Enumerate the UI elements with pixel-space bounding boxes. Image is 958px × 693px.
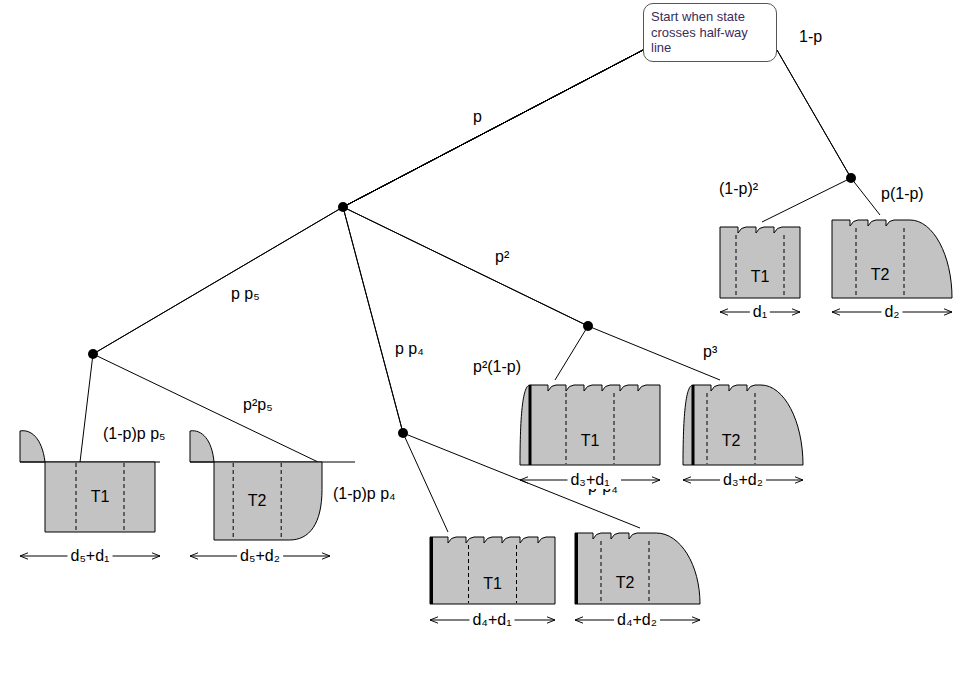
probability-label: p [470, 108, 485, 126]
waveform-shape [683, 380, 803, 465]
waveform-fill [430, 537, 555, 604]
period-marker [76, 463, 77, 531]
waveform-fill [520, 385, 660, 465]
waveform-fill [45, 462, 155, 532]
branch-dot [398, 428, 408, 438]
waveform-shape [520, 380, 660, 465]
start-edge [529, 385, 532, 465]
waveform-label: T2 [214, 491, 300, 511]
duration-label: d₄+d₂ [614, 611, 660, 629]
state-box: Start when state crosses half-way line [643, 3, 777, 62]
waveform-shape [214, 462, 322, 540]
period-marker [856, 228, 857, 297]
duration-label: d₃+d₁ [567, 471, 612, 489]
waveform-fill [214, 462, 322, 540]
period-marker [601, 541, 602, 603]
period-marker [707, 393, 708, 464]
period-marker [904, 228, 905, 297]
probability-label: (1-p)p p₄ [330, 485, 399, 503]
period-marker [281, 463, 282, 539]
waveform-box: T1 [720, 222, 800, 298]
start-edge [692, 385, 695, 465]
branch-dot [583, 321, 593, 331]
waveform-hump [20, 431, 45, 462]
waveform-fill [575, 533, 700, 604]
waveform-label: T2 [832, 265, 928, 285]
state-text: Start when state crosses half-way line [651, 9, 769, 56]
duration-label: d₅+d₁ [68, 547, 113, 565]
probability-label: p³ [700, 343, 720, 361]
probability-label: p²p₅ [240, 396, 276, 414]
period-marker [649, 541, 650, 603]
waveform-shape [430, 532, 555, 604]
duration-label: d₂ [881, 303, 902, 321]
waveform-box: T2 [832, 215, 952, 298]
branch-line [777, 50, 880, 215]
waveform-box: T1 [520, 380, 660, 465]
waveform-box: T1 [45, 462, 155, 532]
waveform-fill [720, 227, 800, 298]
probability-label: p(1-p) [878, 185, 927, 203]
start-edge [430, 537, 433, 604]
period-marker [784, 235, 785, 297]
branch-dot [88, 349, 98, 359]
duration-label: d₁ [750, 303, 770, 321]
waveform-shape [720, 222, 800, 298]
duration-label: d₃+d₂ [720, 471, 766, 489]
waveform-shape [575, 528, 700, 604]
period-marker [736, 235, 737, 297]
period-marker [124, 463, 125, 531]
period-marker [233, 463, 234, 539]
probability-label: (1-p)² [716, 180, 761, 198]
waveform-box: T1 [430, 532, 555, 604]
period-marker [755, 393, 756, 464]
waveform-label: T2 [683, 431, 779, 451]
branch-line [762, 50, 851, 222]
waveform-box: T2 [575, 528, 700, 604]
waveform-hump [190, 431, 214, 462]
period-marker [516, 545, 517, 603]
probability-label: (1-p)p p₅ [100, 425, 168, 443]
waveform-label: T1 [45, 487, 155, 507]
probability-label: p p₅ [228, 285, 263, 303]
waveform-label: T1 [520, 431, 660, 451]
waveform-label: T1 [720, 267, 800, 287]
branch-dot [846, 173, 856, 183]
period-marker [468, 545, 469, 603]
start-edge [575, 533, 578, 604]
period-marker [566, 393, 567, 464]
waveform-fill [683, 385, 803, 465]
probability-label: p² [492, 248, 512, 266]
duration-label: d₅+d₂ [237, 547, 283, 565]
waveform-shape [832, 215, 952, 298]
waveform-box: T2 [683, 380, 803, 465]
probability-label: 1-p [796, 28, 825, 46]
waveform-box: T2 [214, 462, 322, 540]
waveform-label: T1 [430, 574, 555, 594]
probability-label: p²(1-p) [470, 358, 524, 376]
period-marker [614, 393, 615, 464]
branch-line [343, 50, 720, 380]
waveform-fill [832, 220, 952, 298]
branch-dot [338, 202, 348, 212]
duration-label: d₄+d₁ [469, 611, 514, 629]
probability-label: p p₄ [392, 340, 427, 358]
waveform-label: T2 [575, 573, 675, 593]
